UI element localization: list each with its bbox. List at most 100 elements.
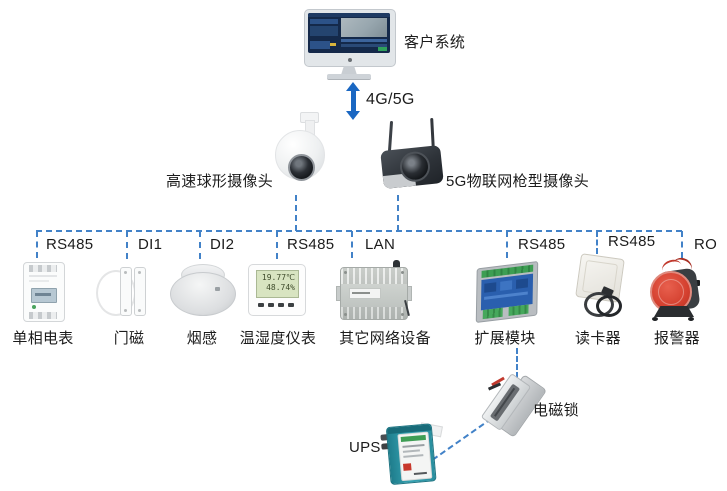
ptz-dome-camera-icon: [274, 112, 326, 190]
screw-dot: [344, 313, 347, 316]
screw-dot: [401, 271, 404, 274]
sensor-bar-left: [120, 267, 132, 316]
relay-block: [500, 280, 513, 291]
meter-body: [23, 262, 65, 322]
screen-accent: [330, 43, 336, 46]
arrow-down-head: [346, 111, 360, 120]
stub-ro: [681, 231, 683, 258]
device-label-alarm: 报警器: [654, 330, 700, 347]
port-label-rs485-3: RS485: [518, 236, 566, 253]
device-label-hygro: 温湿度仪表: [239, 330, 317, 347]
meter-line: [29, 280, 49, 282]
device-antenna: [393, 260, 400, 273]
screw-dot: [138, 271, 141, 274]
device-label-reader: 读卡器: [575, 330, 621, 347]
ups-text-line: [402, 449, 420, 453]
relay-block: [484, 282, 497, 293]
ups-front-panel: [397, 431, 433, 482]
port-label-di1: DI1: [138, 236, 163, 253]
monitor-icon: [304, 9, 396, 67]
network-device-icon: [336, 260, 412, 322]
screw-dot: [124, 271, 127, 274]
power-meter-icon: [20, 262, 66, 322]
stub-rs485-meter: [36, 231, 38, 258]
screen-panel: [310, 26, 338, 36]
chassis-ribs: [341, 268, 407, 284]
bracket-foot: [688, 317, 694, 321]
antenna-right: [430, 117, 435, 150]
cable-coil: [596, 295, 622, 317]
ups-label: UPS: [349, 439, 381, 456]
ups-text-line: [413, 471, 427, 475]
screen-video-thumb: [341, 18, 387, 37]
lock-slot-line: [494, 387, 516, 417]
port-label-rs485-4: RS485: [608, 233, 656, 250]
bullet-camera-icon: [380, 117, 446, 194]
door-sensor-icon: [96, 264, 152, 320]
stub-rs485-reader: [596, 231, 598, 254]
uplink-label: 4G/5G: [366, 91, 415, 108]
stub-lan: [351, 231, 353, 258]
port-label-rs485-1: RS485: [46, 236, 94, 253]
terminal-strip-bottom: [508, 304, 529, 316]
bracket-foot: [652, 317, 658, 321]
drop-line-ball-camera: [295, 195, 297, 231]
sensor-bar-right: [134, 267, 146, 316]
monitor-base: [327, 74, 371, 80]
drop-line-bullet-camera: [397, 195, 399, 231]
bus-line: [36, 230, 682, 232]
chassis-label-plate: [349, 288, 381, 299]
device-label-smoke: 烟感: [186, 330, 218, 347]
dome-lens: [288, 154, 315, 181]
ball-camera-label: 高速球形摄像头: [166, 173, 274, 190]
detector-body: [170, 272, 236, 316]
ups-text-line: [403, 454, 424, 458]
screen-row: [341, 39, 387, 42]
stub-rs485-module: [506, 231, 508, 258]
ups-body: [385, 423, 437, 486]
meter-lcd-digits: [35, 293, 51, 296]
stub-rs485-thermo: [276, 231, 278, 259]
lock-label: 电磁锁: [533, 402, 579, 419]
arrow-shaft: [351, 90, 356, 113]
meter-lcd: [31, 288, 57, 303]
meter-terminals-top: [29, 265, 57, 272]
stub-di2: [199, 231, 201, 259]
siren-bracket: [654, 306, 694, 317]
bullet-camera-label: 5G物联网枪型摄像头: [446, 173, 590, 190]
detector-detail: [215, 287, 220, 291]
ups-logo: [403, 463, 412, 471]
screen-row: [341, 44, 387, 47]
horn-ring: [658, 279, 684, 305]
smoke-detector-icon: [170, 264, 236, 318]
hygro-button: [258, 303, 264, 307]
ups-green-strip: [400, 434, 426, 443]
device-label-module: 扩展模块: [474, 330, 536, 347]
device-label-network: 其它网络设备: [339, 330, 431, 347]
port-label-di2: DI2: [210, 236, 235, 253]
screen-green-badge: [378, 47, 387, 51]
meter-terminals-bottom: [29, 312, 57, 319]
meter-led: [32, 305, 36, 309]
screw-dot: [138, 309, 141, 312]
relay-block: [515, 278, 529, 289]
terminal-strip-bottom: [482, 307, 503, 320]
arrow-up-head: [346, 82, 360, 91]
device-chassis: [340, 267, 408, 320]
plate-text-line: [352, 292, 370, 294]
monitor-screen: [308, 13, 390, 53]
drop-line-lock: [516, 348, 518, 378]
bullet-body: [380, 144, 444, 190]
expansion-module-icon: [474, 260, 540, 324]
ups-text-line: [402, 443, 425, 448]
hygro-button: [268, 303, 274, 307]
screw-dot: [401, 313, 404, 316]
screw-dot: [344, 271, 347, 274]
screw-dot: [124, 309, 127, 312]
port-label-ro: RO: [694, 236, 718, 253]
